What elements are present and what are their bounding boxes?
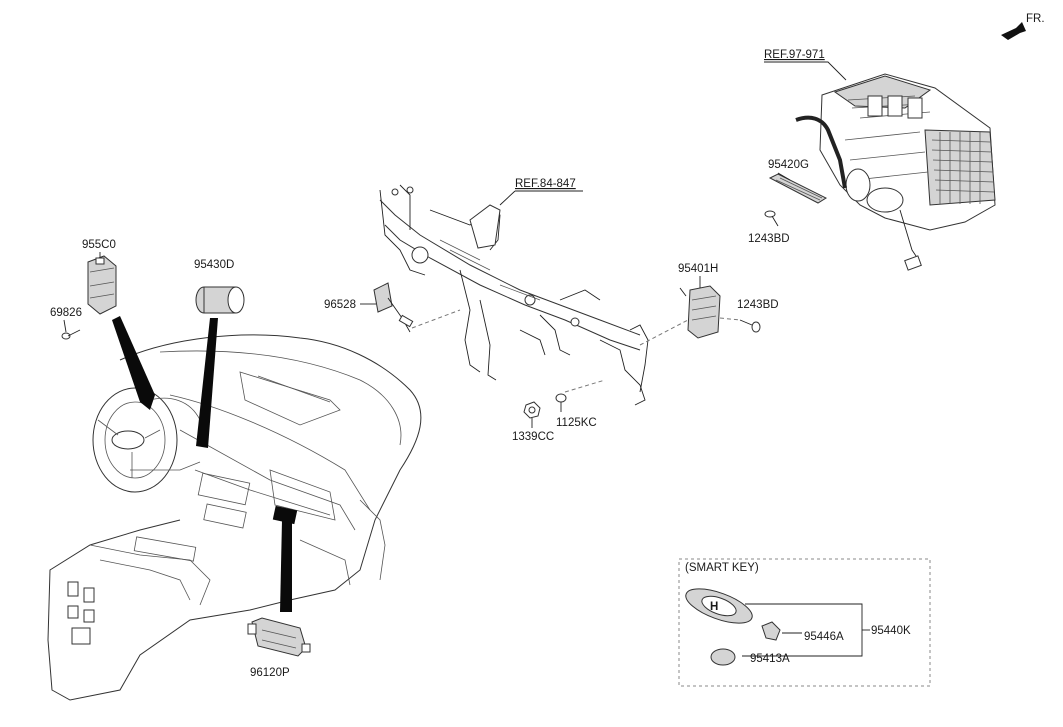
part-1243bd-screw-top: [764, 210, 779, 227]
dashboard-cockpit: [47, 334, 422, 701]
part-1339cc-label: 1339CC: [512, 431, 554, 443]
leader-95430d: [196, 318, 218, 448]
part-955c0-module: [87, 255, 117, 315]
hvac-unit: [795, 73, 996, 271]
leader-96120p: [280, 520, 292, 612]
part-96120p-module: [247, 617, 311, 657]
part-69826-screw: [61, 329, 81, 340]
part-95446a-label: 95446A: [804, 631, 844, 643]
part-1339cc-nut: [523, 401, 541, 419]
front-arrow-icon: [1001, 22, 1026, 40]
part-95440k-label: 95440K: [871, 625, 911, 637]
part-95401h-module: [679, 285, 721, 339]
smart-key-frame: [678, 558, 931, 687]
ref-cowl-crossbar-label: REF.84-847: [515, 178, 576, 190]
part-1243bd-top-label: 1243BD: [748, 233, 790, 245]
coin-battery-icon: [710, 648, 736, 666]
part-1125kc-label: 1125KC: [556, 417, 597, 429]
smart-key-title: (SMART KEY): [685, 562, 759, 574]
part-95401h-label: 95401H: [678, 263, 718, 275]
part-96120p-label: 96120P: [250, 667, 290, 679]
part-95420g-label: 95420G: [768, 159, 809, 171]
front-direction-indicator: FR.: [1001, 13, 1045, 40]
part-1243bd-screw-mid: [739, 319, 761, 333]
part-1243bd-mid-label: 1243BD: [737, 299, 779, 311]
key-blade-icon: [761, 621, 781, 641]
part-95430d-label: 95430D: [194, 259, 234, 271]
front-direction-label: FR.: [1026, 13, 1045, 25]
leader-955c0: [112, 316, 155, 410]
part-69826-label: 69826: [50, 307, 82, 319]
part-955c0-label: 955C0: [82, 239, 116, 251]
cowl-crossbar: [379, 184, 649, 406]
part-1125kc-bolt: [555, 393, 567, 412]
part-95413a-label: 95413A: [750, 653, 790, 665]
ref-hvac-label: REF.97-971: [764, 49, 825, 61]
part-95420g-sensor: [768, 173, 828, 204]
svg-text:H: H: [710, 601, 718, 613]
part-95430d-sensor: [195, 286, 245, 314]
smart-key-fob-icon: H: [685, 588, 753, 624]
part-96528-label: 96528: [324, 299, 356, 311]
part-96528-bracket: [373, 282, 414, 333]
